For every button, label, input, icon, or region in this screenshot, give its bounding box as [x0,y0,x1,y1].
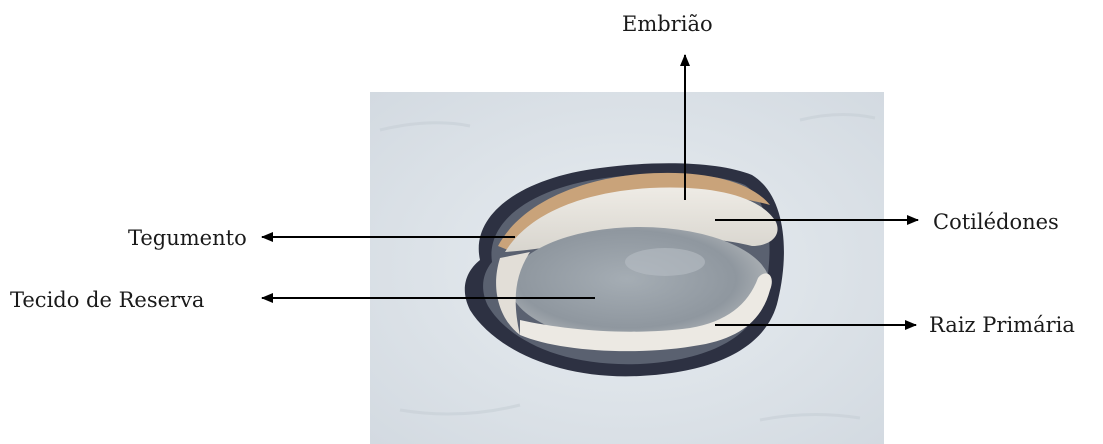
label-tecido-de-reserva: Tecido de Reserva [10,290,204,311]
label-raiz-primaria: Raiz Primária [929,315,1075,336]
label-cotiledones: Cotilédones [933,212,1059,233]
reserve-highlight [625,248,705,276]
seed-photo [370,92,884,444]
label-embriao: Embrião [622,14,713,35]
label-tegumento: Tegumento [128,228,247,249]
